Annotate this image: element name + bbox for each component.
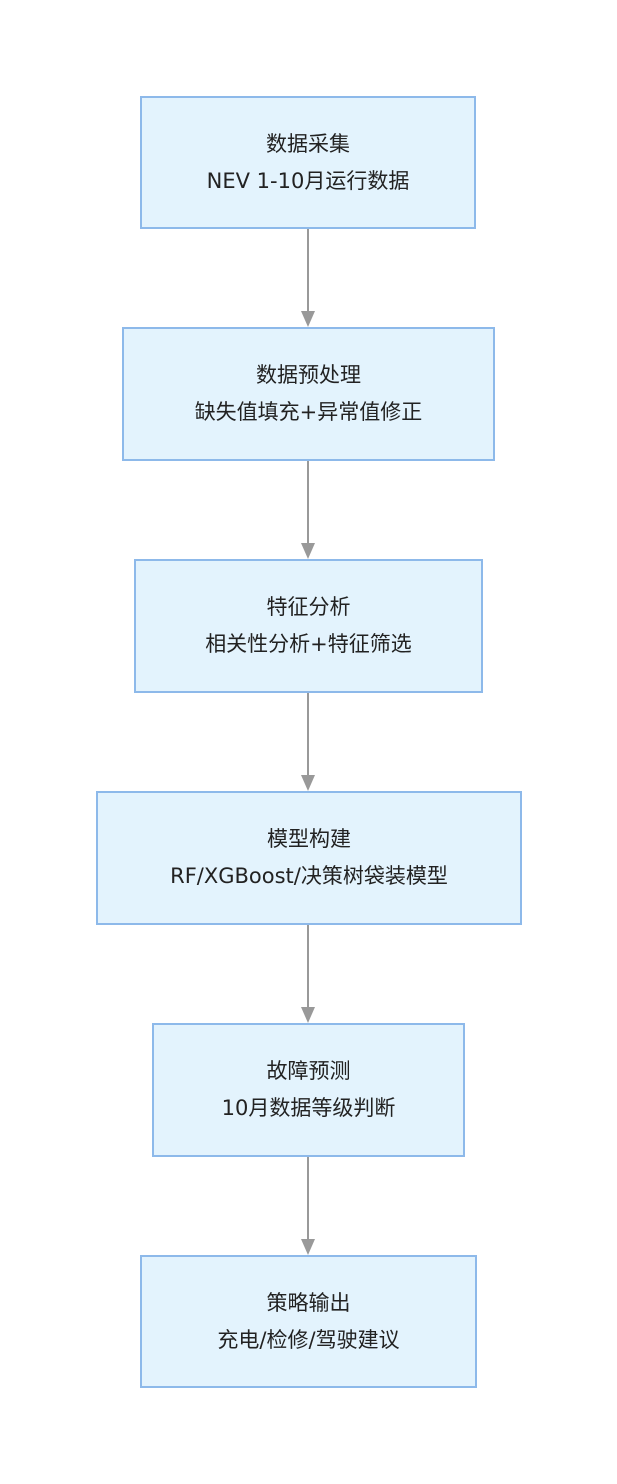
node-title: 数据采集 <box>266 131 350 156</box>
arrow-head <box>301 543 315 559</box>
node-subtitle: RF/XGBoost/决策树袋装模型 <box>170 864 448 888</box>
node-fault-prediction: 故障预测 10月数据等级判断 <box>152 1023 465 1157</box>
node-subtitle: 相关性分析+特征筛选 <box>205 632 412 656</box>
node-subtitle: NEV 1-10月运行数据 <box>206 168 410 193</box>
node-title: 故障预测 <box>266 1059 351 1083</box>
arrow-head <box>301 311 315 327</box>
node-title: 数据预处理 <box>256 363 361 387</box>
arrow-1 <box>301 229 315 327</box>
node-title: 特征分析 <box>266 595 351 619</box>
node-title: 策略输出 <box>266 1290 351 1315</box>
arrow-5 <box>301 1157 315 1255</box>
node-data-preprocessing: 数据预处理 缺失值填充+异常值修正 <box>122 327 495 461</box>
node-subtitle: 充电/检修/驾驶建议 <box>217 1327 400 1352</box>
node-strategy-output: 策略输出 充电/检修/驾驶建议 <box>140 1255 477 1388</box>
node-data-collection: 数据采集 NEV 1-10月运行数据 <box>140 96 476 229</box>
node-subtitle: 缺失值填充+异常值修正 <box>194 400 423 424</box>
node-feature-analysis: 特征分析 相关性分析+特征筛选 <box>134 559 483 693</box>
node-model-building: 模型构建 RF/XGBoost/决策树袋装模型 <box>96 791 522 925</box>
arrow-head <box>301 1239 315 1255</box>
arrow-head <box>301 1007 315 1023</box>
node-title: 模型构建 <box>267 827 351 851</box>
arrow-2 <box>301 461 315 559</box>
arrow-4 <box>301 925 315 1023</box>
arrow-head <box>301 775 315 791</box>
arrow-3 <box>301 693 315 791</box>
node-subtitle: 10月数据等级判断 <box>221 1096 396 1120</box>
